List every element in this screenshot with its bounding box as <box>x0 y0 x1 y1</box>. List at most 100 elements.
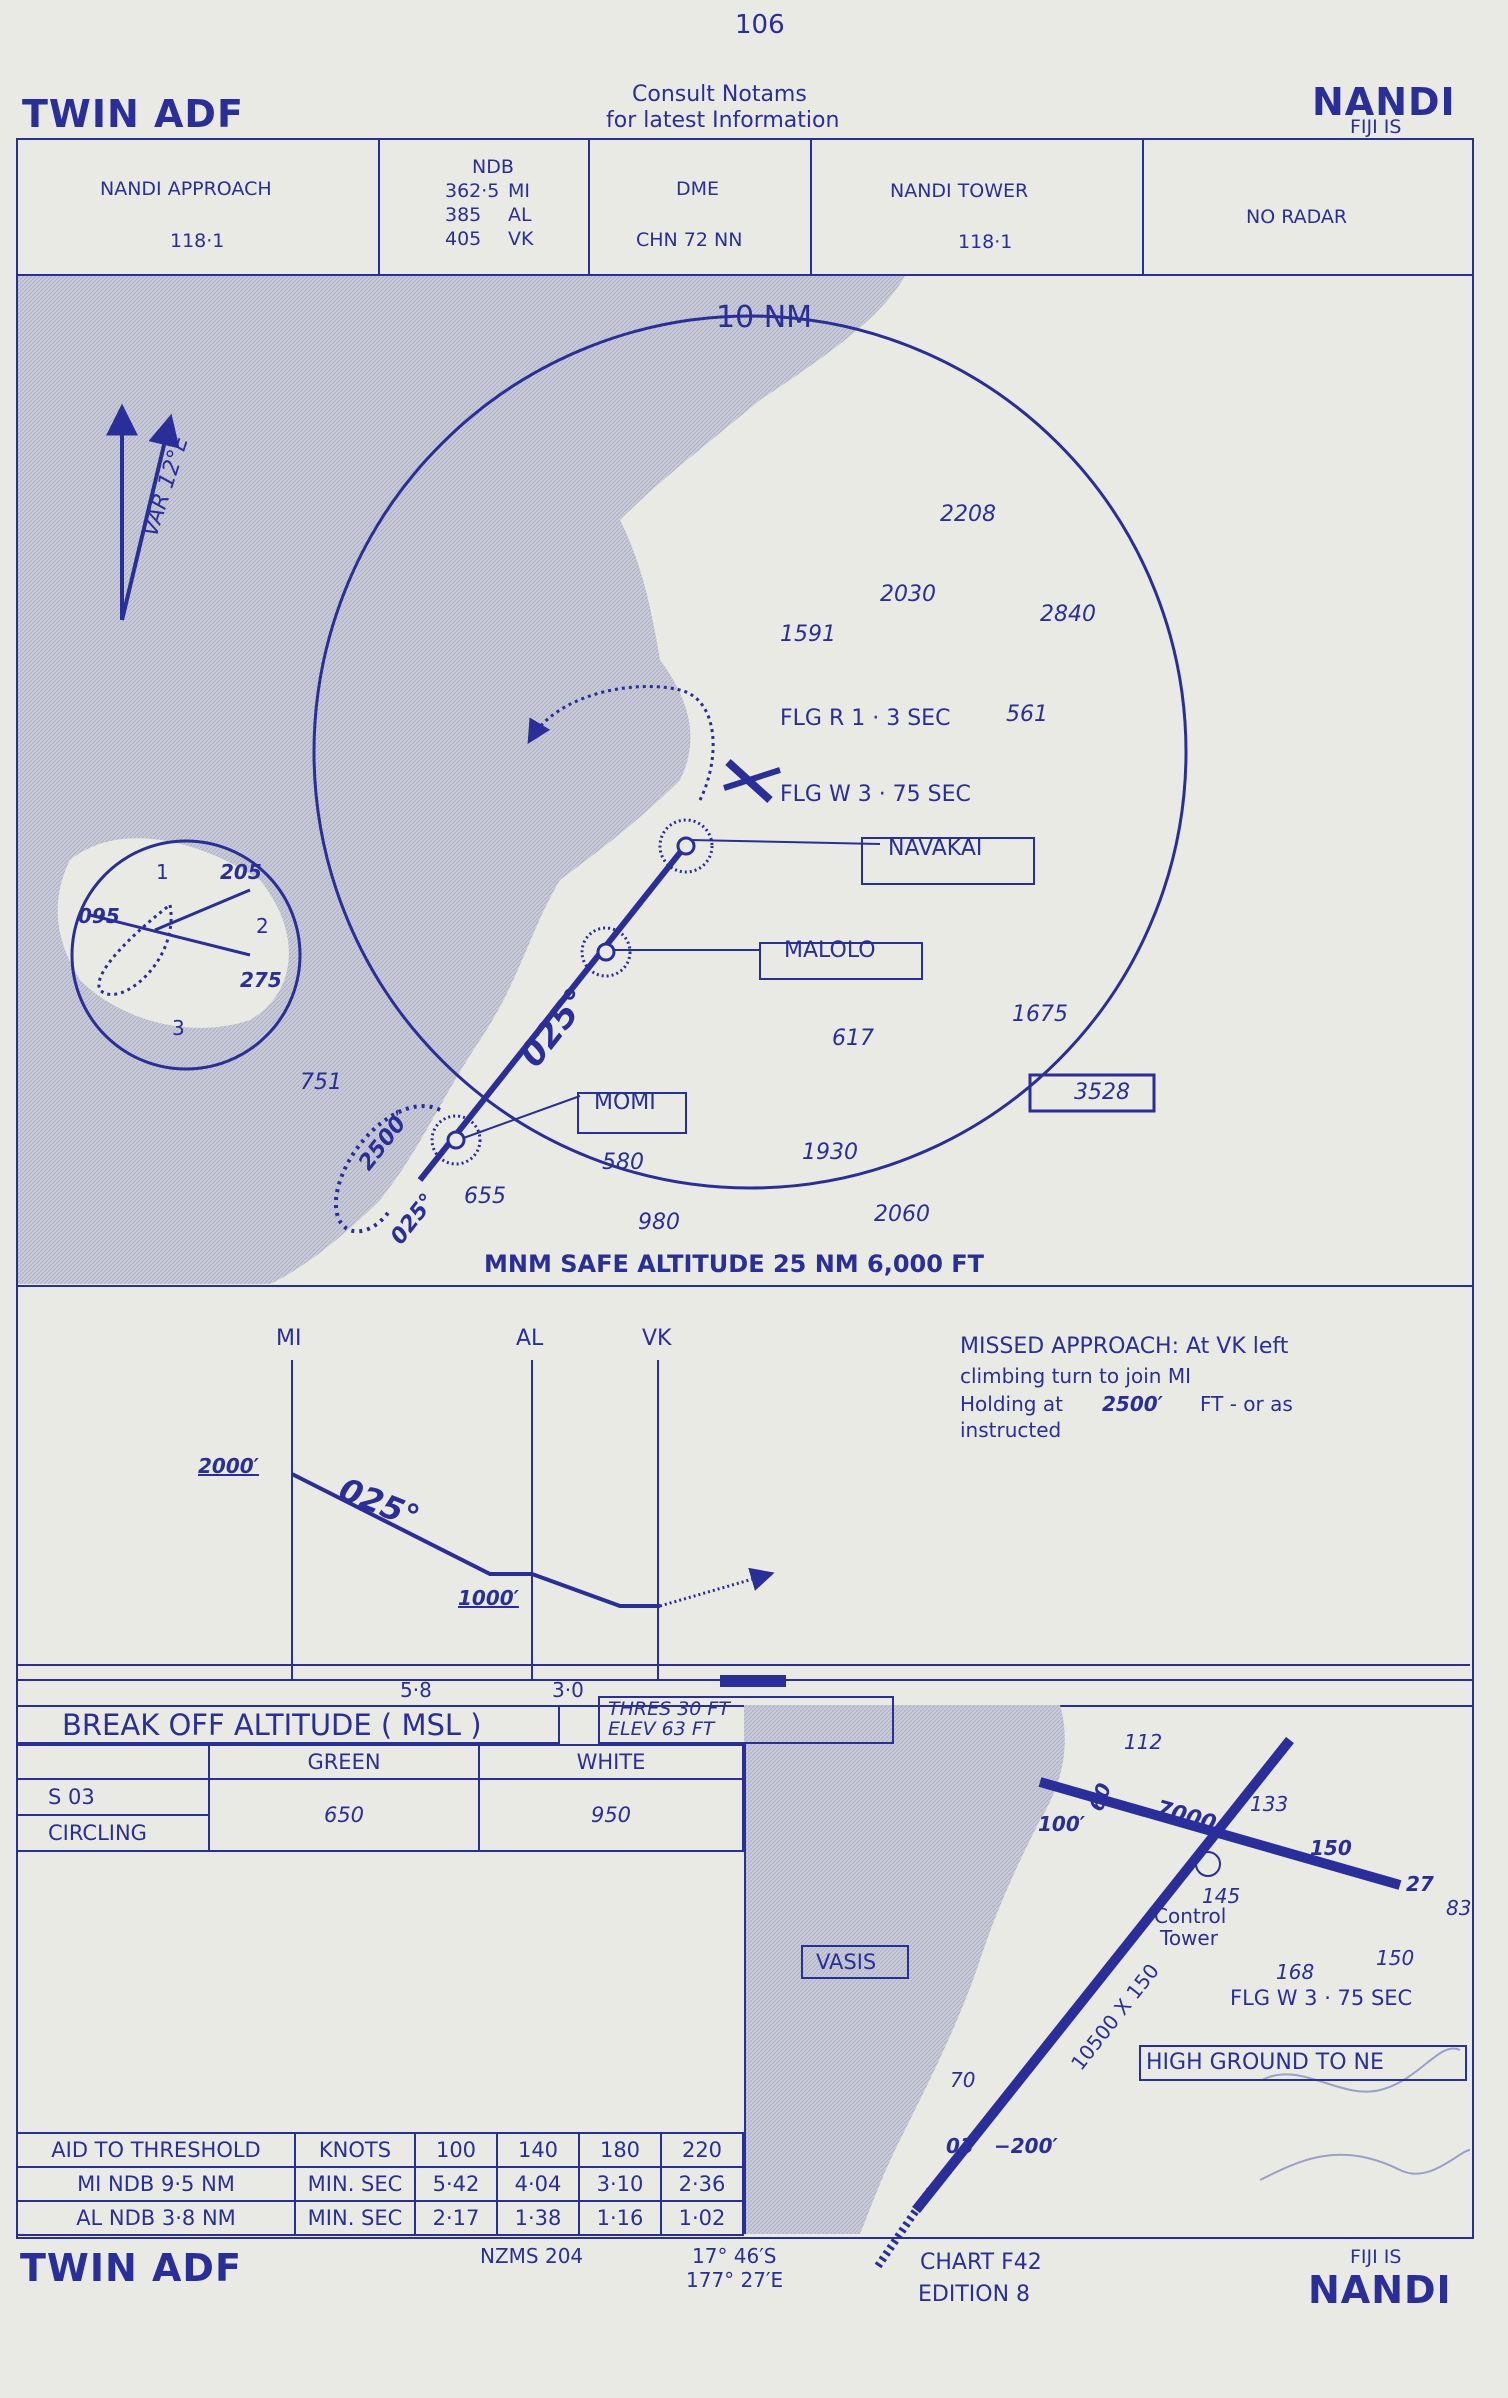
ndb-id-al: AL <box>508 204 532 226</box>
minima-col-white: WHITE <box>478 1744 744 1780</box>
range-label: 10 NM <box>716 300 813 335</box>
plan-runway-b <box>723 767 781 791</box>
runway-27-09 <box>1038 1777 1402 1890</box>
tower-name: NANDI TOWER <box>890 180 1029 202</box>
runway-03-21 <box>912 1736 1294 2214</box>
profile-descent <box>291 1472 660 1608</box>
hold-inset-095: 095 <box>78 904 120 928</box>
chart-title-left: TWIN ADF <box>22 92 244 136</box>
dme-value: CHN 72 NN <box>636 229 743 251</box>
beacon-label-momi: MOMI <box>594 1090 656 1115</box>
missed-approach-line2: climbing turn to join MI <box>960 1364 1191 1388</box>
spot-561: 561 <box>1006 702 1048 727</box>
footer-state: FIJI IS <box>1350 2246 1402 2268</box>
range-ring-10nm <box>312 314 1188 1190</box>
ne-terrain <box>1261 2047 1461 2093</box>
beacon-label-malolo: MALOLO <box>784 938 876 963</box>
high-ground-box <box>1139 2045 1467 2081</box>
aid-al-140: 1·38 <box>496 2200 580 2236</box>
ad-label-tower: Tower <box>1160 1926 1218 1950</box>
aid-table: AID TO THRESHOLD KNOTS 100 140 180 220 M… <box>16 2132 744 2236</box>
hold-inset-line-2 <box>154 888 251 932</box>
comms-sep-4 <box>1142 138 1144 276</box>
spot-2840: 2840 <box>1040 602 1096 627</box>
footer-lon: 177° 27′E <box>686 2268 784 2292</box>
beacon-momi <box>430 1114 482 1166</box>
spot-655: 655 <box>464 1184 506 1209</box>
comms-divider <box>16 274 1472 276</box>
missed-approach-path <box>527 685 715 801</box>
missed-approach-altitude: 2500′ <box>1102 1392 1163 1416</box>
hold-inset-step-1: 1 <box>156 860 169 884</box>
minima-col-green: GREEN <box>208 1744 480 1780</box>
aid-mi-180: 3·10 <box>578 2166 662 2202</box>
hold-inset-275: 275 <box>240 968 282 992</box>
ad-label-rwy03: 03 <box>946 2134 974 2158</box>
light-red: FLG R 1 · 3 SEC <box>780 706 951 731</box>
spot-1930: 1930 <box>802 1140 858 1165</box>
ad-label-control: Control <box>1154 1904 1227 1928</box>
aid-header-180: 180 <box>578 2132 662 2168</box>
threshold-marker <box>720 1675 786 1687</box>
minima-row-s03: S 03 <box>16 1778 210 1816</box>
minima-white-value: 950 <box>478 1778 744 1852</box>
profile-label-mi: MI <box>276 1326 302 1351</box>
spot-2208: 2208 <box>940 502 996 527</box>
ad-label-150: 150 <box>1310 1836 1352 1860</box>
profile-dist-al-vk: 3·0 <box>552 1678 584 1702</box>
minima-table: GREEN WHITE S 03 650 950 CIRCLING <box>16 1744 744 1852</box>
ndb-freq-mi: 362·5 <box>445 180 500 202</box>
spot-1591: 1591 <box>780 622 836 647</box>
island <box>57 838 289 1028</box>
ne-terrain-2 <box>1259 2149 1471 2181</box>
aid-row-al: AL NDB 3·8 NM <box>16 2200 296 2236</box>
beacon-malolo <box>580 926 632 978</box>
notams-line1: Consult Notams <box>632 82 807 107</box>
radar-status: NO RADAR <box>1246 206 1348 228</box>
aid-mi-100: 5·42 <box>414 2166 498 2202</box>
chart-frame <box>16 138 1474 2239</box>
hold-inset-step-3: 3 <box>172 1016 185 1040</box>
aid-row-mi: MI NDB 9·5 NM <box>16 2166 296 2202</box>
ad-label-200ft: −200′ <box>994 2134 1058 2158</box>
spot-580: 580 <box>602 1150 644 1175</box>
profile-missed-climb <box>659 1567 775 1608</box>
minima-row-circling: CIRCLING <box>16 1814 210 1852</box>
missed-approach-line3b: FT - or as <box>1200 1392 1293 1416</box>
dme-label: DME <box>676 178 720 200</box>
aid-header-100: 100 <box>414 2132 498 2168</box>
malolo-box <box>759 942 923 980</box>
profile-initial-altitude: 2000′ <box>198 1454 259 1478</box>
footer-lat: 17° 46′S <box>692 2244 777 2268</box>
minima-right-edge <box>744 1744 746 2234</box>
ndb-label: NDB <box>472 156 514 178</box>
missed-approach-line3: Holding at <box>960 1392 1063 1416</box>
footer-edition: EDITION 8 <box>918 2282 1031 2307</box>
aid-mi-220: 2·36 <box>660 2166 744 2202</box>
aid-header-knots: KNOTS <box>294 2132 416 2168</box>
aid-header-140: 140 <box>496 2132 580 2168</box>
aid-row-mi-unit: MIN. SEC <box>294 2166 416 2202</box>
missed-approach-line1: MISSED APPROACH: At VK left <box>960 1334 1289 1359</box>
minima-corner <box>16 1744 210 1780</box>
aid-mi-140: 4·04 <box>496 2166 580 2202</box>
momi-box <box>577 1092 687 1134</box>
beacon-label-navakai: NAVAKAI <box>888 836 983 861</box>
ad-label-145: 145 <box>1202 1884 1241 1908</box>
aerodrome-elevation: ELEV 63 FT <box>608 1718 715 1740</box>
navakai-box <box>861 837 1035 885</box>
footer-chart: CHART F42 <box>920 2250 1042 2275</box>
spot-617: 617 <box>832 1026 874 1051</box>
page-number: 106 <box>735 10 785 40</box>
comms-sep-1 <box>378 138 380 276</box>
approach-name: NANDI APPROACH <box>100 178 272 200</box>
magnetic-north-arrow <box>120 413 180 621</box>
light-white: FLG W 3 · 75 SEC <box>780 782 971 807</box>
ad-label-70: 70 <box>950 2068 976 2092</box>
comms-sep-2 <box>588 138 590 276</box>
chart-title-right: NANDI <box>1312 80 1456 124</box>
profile-label-al: AL <box>516 1326 544 1351</box>
ad-label-168: 168 <box>1276 1960 1315 1984</box>
